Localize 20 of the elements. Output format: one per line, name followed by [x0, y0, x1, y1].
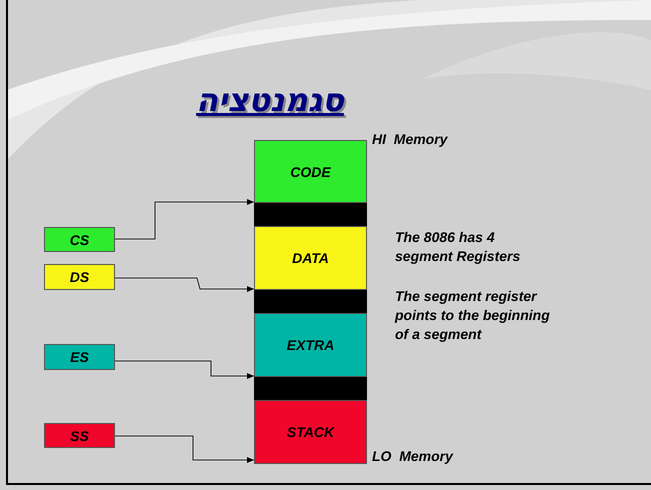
memory-segment: DATA: [254, 226, 367, 290]
register-box: SS: [44, 423, 115, 448]
memory-segment: CODE: [254, 140, 367, 203]
memory-label: HI Memory: [372, 130, 448, 149]
arrow: [114, 199, 254, 240]
gap-bar: [254, 290, 367, 313]
memory-label: LO Memory: [372, 447, 453, 466]
note-text: The segment register points to the beginning of a segment: [395, 287, 551, 344]
gap-bar: [254, 203, 367, 226]
title: סגמנטציה: [195, 80, 346, 120]
arrow: [114, 278, 254, 292]
gap-bar: [254, 377, 367, 400]
arrow: [114, 360, 254, 379]
note-text: The 8086 has 4 segment Registers: [395, 228, 522, 266]
register-box: DS: [44, 264, 115, 290]
memory-segment: EXTRA: [254, 313, 367, 377]
register-box: ES: [44, 344, 115, 370]
arrow: [114, 436, 254, 463]
register-box: CS: [44, 227, 115, 252]
memory-segment: STACK: [254, 400, 367, 464]
